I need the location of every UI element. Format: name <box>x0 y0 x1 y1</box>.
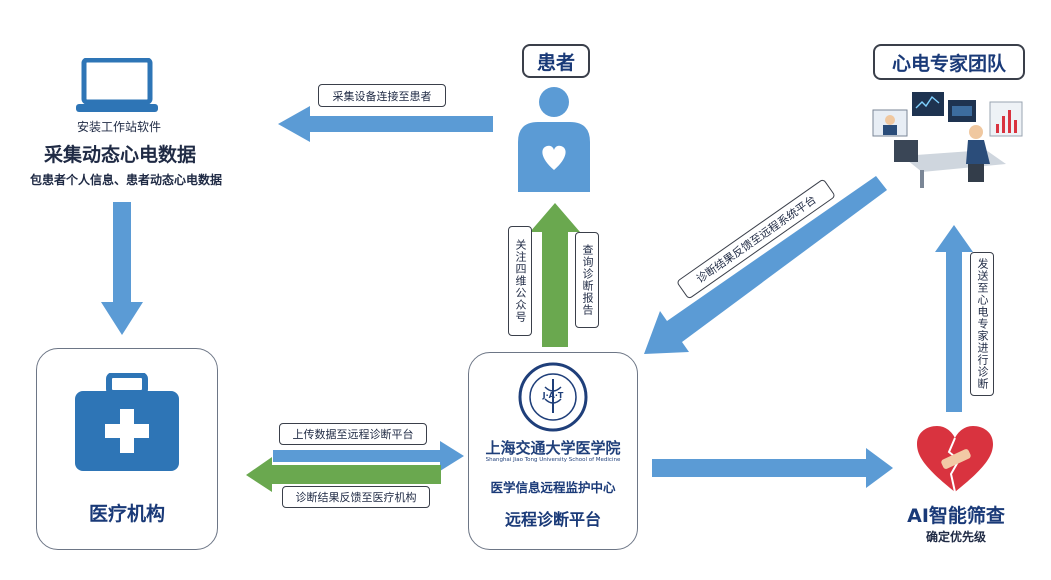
center-monitoring-text: 医学信息远程监护中心 <box>490 480 616 495</box>
remote-center-box: J·A·T 上海交通大学医学院 Shanghai Jiao Tong Unive… <box>468 352 638 550</box>
label-feedback-hospital: 诊断结果反馈至医疗机构 <box>282 486 430 508</box>
patient-title: 患者 <box>522 44 590 78</box>
expert-title: 心电专家团队 <box>873 44 1025 80</box>
workstation-collect-title: 采集动态心电数据 <box>43 144 196 166</box>
workstation-install-text: 安装工作站软件 <box>76 120 161 134</box>
school-name-cn: 上海交通大学医学院 <box>485 439 621 457</box>
hospital-box: 医疗机构 <box>36 348 218 550</box>
arrow-ai-to-expert <box>935 225 973 412</box>
arrow-hospital-to-center <box>273 441 464 471</box>
school-name-en: Shanghai Jiao Tong University School of … <box>485 457 621 463</box>
center-platform-text: 远程诊断平台 <box>504 510 601 529</box>
patient-figure-icon <box>518 87 590 192</box>
label-upload-data: 上传数据至远程诊断平台 <box>279 423 427 445</box>
workstation-data-desc: 包患者个人信息、患者动态心电数据 <box>29 173 222 187</box>
ai-priority-subtitle: 确定优先级 <box>925 530 986 544</box>
arrow-patient-to-workstation <box>278 106 493 142</box>
seal-text: J·A·T <box>542 391 564 400</box>
arrow-workstation-to-hospital <box>101 202 143 335</box>
heart-icon <box>542 145 566 170</box>
university-seal-icon <box>518 362 588 432</box>
laptop-icon <box>76 58 158 112</box>
arrow-center-to-hospital <box>246 457 441 492</box>
arrow-center-to-ai <box>652 448 893 488</box>
label-connect-device: 采集设备连接至患者 <box>318 84 446 107</box>
hospital-label: 医疗机构 <box>88 503 165 525</box>
label-follow-account: 关注四维公众号 <box>508 226 532 336</box>
label-query-report: 查询诊断报告 <box>575 232 599 328</box>
ai-screening-title: AI智能筛查 <box>907 505 1005 527</box>
arrow-center-to-patient <box>530 203 580 347</box>
expert-team-illustration <box>872 92 1023 188</box>
arrow-expert-to-center <box>644 176 887 354</box>
medical-kit-icon <box>75 373 179 471</box>
label-send-expert: 发送至心电专家进行诊断 <box>970 252 994 396</box>
broken-heart-icon <box>917 426 993 493</box>
